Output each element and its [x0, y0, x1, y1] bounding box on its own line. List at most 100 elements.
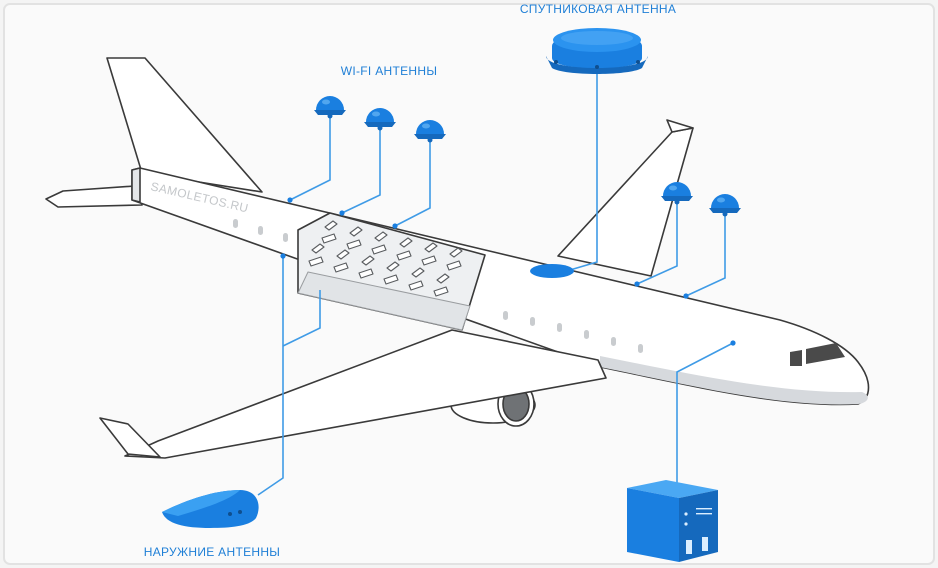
server-front — [627, 488, 679, 562]
far-winglet — [666, 119, 694, 133]
window — [584, 330, 589, 339]
external-antenna-top — [162, 490, 240, 516]
base — [661, 196, 693, 201]
window — [530, 317, 535, 326]
window — [258, 226, 263, 235]
highlight — [422, 123, 430, 129]
external-antenna — [162, 490, 259, 528]
server-vent — [696, 513, 712, 515]
base — [414, 134, 446, 139]
dome — [711, 194, 739, 208]
seat — [396, 237, 413, 261]
cockpit-window-front — [806, 343, 845, 364]
wifi-antenna-3 — [414, 120, 446, 143]
onboard-server — [627, 480, 718, 562]
passenger-windows — [233, 219, 643, 353]
wifi-antennas-label: WI-FI АНТЕННЫ — [341, 64, 438, 78]
satellite-mount-on-fuselage — [530, 264, 574, 278]
stem — [722, 211, 728, 217]
satellite-antenna-bolt-left — [554, 60, 558, 64]
seat — [346, 226, 363, 250]
dot — [683, 293, 689, 299]
window — [638, 344, 643, 353]
highlight — [322, 99, 330, 105]
highlight — [669, 185, 677, 191]
seat — [308, 243, 325, 267]
dot — [392, 223, 398, 229]
external-antenna-port-1 — [228, 512, 232, 516]
stem — [377, 125, 383, 131]
stem — [427, 137, 433, 143]
satellite-antenna-bolt-right — [636, 60, 640, 64]
wifi-antenna-2 — [364, 108, 396, 131]
dot — [634, 281, 640, 287]
seat — [371, 231, 388, 255]
satellite-antenna-top-highlight — [561, 31, 633, 45]
server-top — [627, 480, 718, 498]
connector-lines — [257, 72, 734, 496]
seat — [333, 249, 350, 273]
wifi-connector-5 — [685, 214, 726, 297]
dot — [339, 210, 345, 216]
connection-dots — [280, 197, 736, 346]
base — [364, 122, 396, 127]
dot — [730, 340, 736, 346]
wifi-connector-2 — [341, 128, 381, 214]
stem — [327, 113, 333, 119]
server-slot-2 — [702, 537, 708, 551]
stem — [674, 199, 680, 205]
server-connector — [676, 342, 734, 484]
server-led-1 — [684, 512, 688, 516]
server-vent — [696, 508, 712, 510]
tail-cone — [131, 167, 141, 203]
fuselage-belly-shadow — [600, 356, 868, 405]
vertical-tail-fin — [106, 57, 263, 193]
satellite-connector — [569, 72, 598, 271]
seat — [433, 273, 450, 297]
seat — [358, 255, 375, 279]
external-antenna-body — [162, 490, 259, 528]
wifi-connector-1 — [289, 116, 331, 201]
external-antennas-label: НАРУЖНИЕ АНТЕННЫ — [144, 545, 281, 559]
server-panel — [684, 508, 712, 554]
highlight — [372, 111, 380, 117]
cockpit-window-side — [790, 350, 802, 366]
seat — [446, 247, 463, 271]
near-stabilizer — [99, 417, 161, 458]
dome — [316, 96, 344, 110]
dot — [287, 197, 293, 203]
base — [709, 208, 741, 213]
wifi-connector-3 — [394, 140, 431, 227]
seat — [383, 261, 400, 285]
cabin-floor — [297, 271, 471, 331]
server-side — [679, 490, 718, 562]
external-connector-branch — [282, 290, 321, 347]
dot — [280, 253, 286, 259]
window — [557, 323, 562, 332]
server-slot-1 — [686, 540, 692, 554]
cabin-seats — [308, 220, 463, 297]
wifi-antennas — [314, 96, 741, 217]
dome — [366, 108, 394, 122]
external-connector — [257, 256, 284, 496]
satellite-antenna-bolt-center — [595, 65, 599, 69]
external-antenna-port-2 — [238, 510, 242, 514]
near-wing — [124, 329, 607, 459]
window — [283, 233, 288, 242]
aircraft — [45, 57, 870, 459]
seat — [421, 242, 438, 266]
window — [611, 337, 616, 346]
satellite-antenna — [546, 28, 648, 74]
seat — [408, 267, 425, 291]
seat-row-back — [321, 220, 463, 271]
satellite-antenna-label: СПУТНИКОВАЯ АНТЕННА — [520, 2, 676, 16]
wifi-antenna-1 — [314, 96, 346, 119]
wifi-antenna-5 — [709, 194, 741, 217]
window — [233, 219, 238, 228]
satellite-antenna-base — [546, 56, 648, 74]
base — [314, 110, 346, 115]
highlight — [717, 197, 725, 203]
dome — [416, 120, 444, 134]
wifi-antenna-4 — [661, 182, 693, 205]
